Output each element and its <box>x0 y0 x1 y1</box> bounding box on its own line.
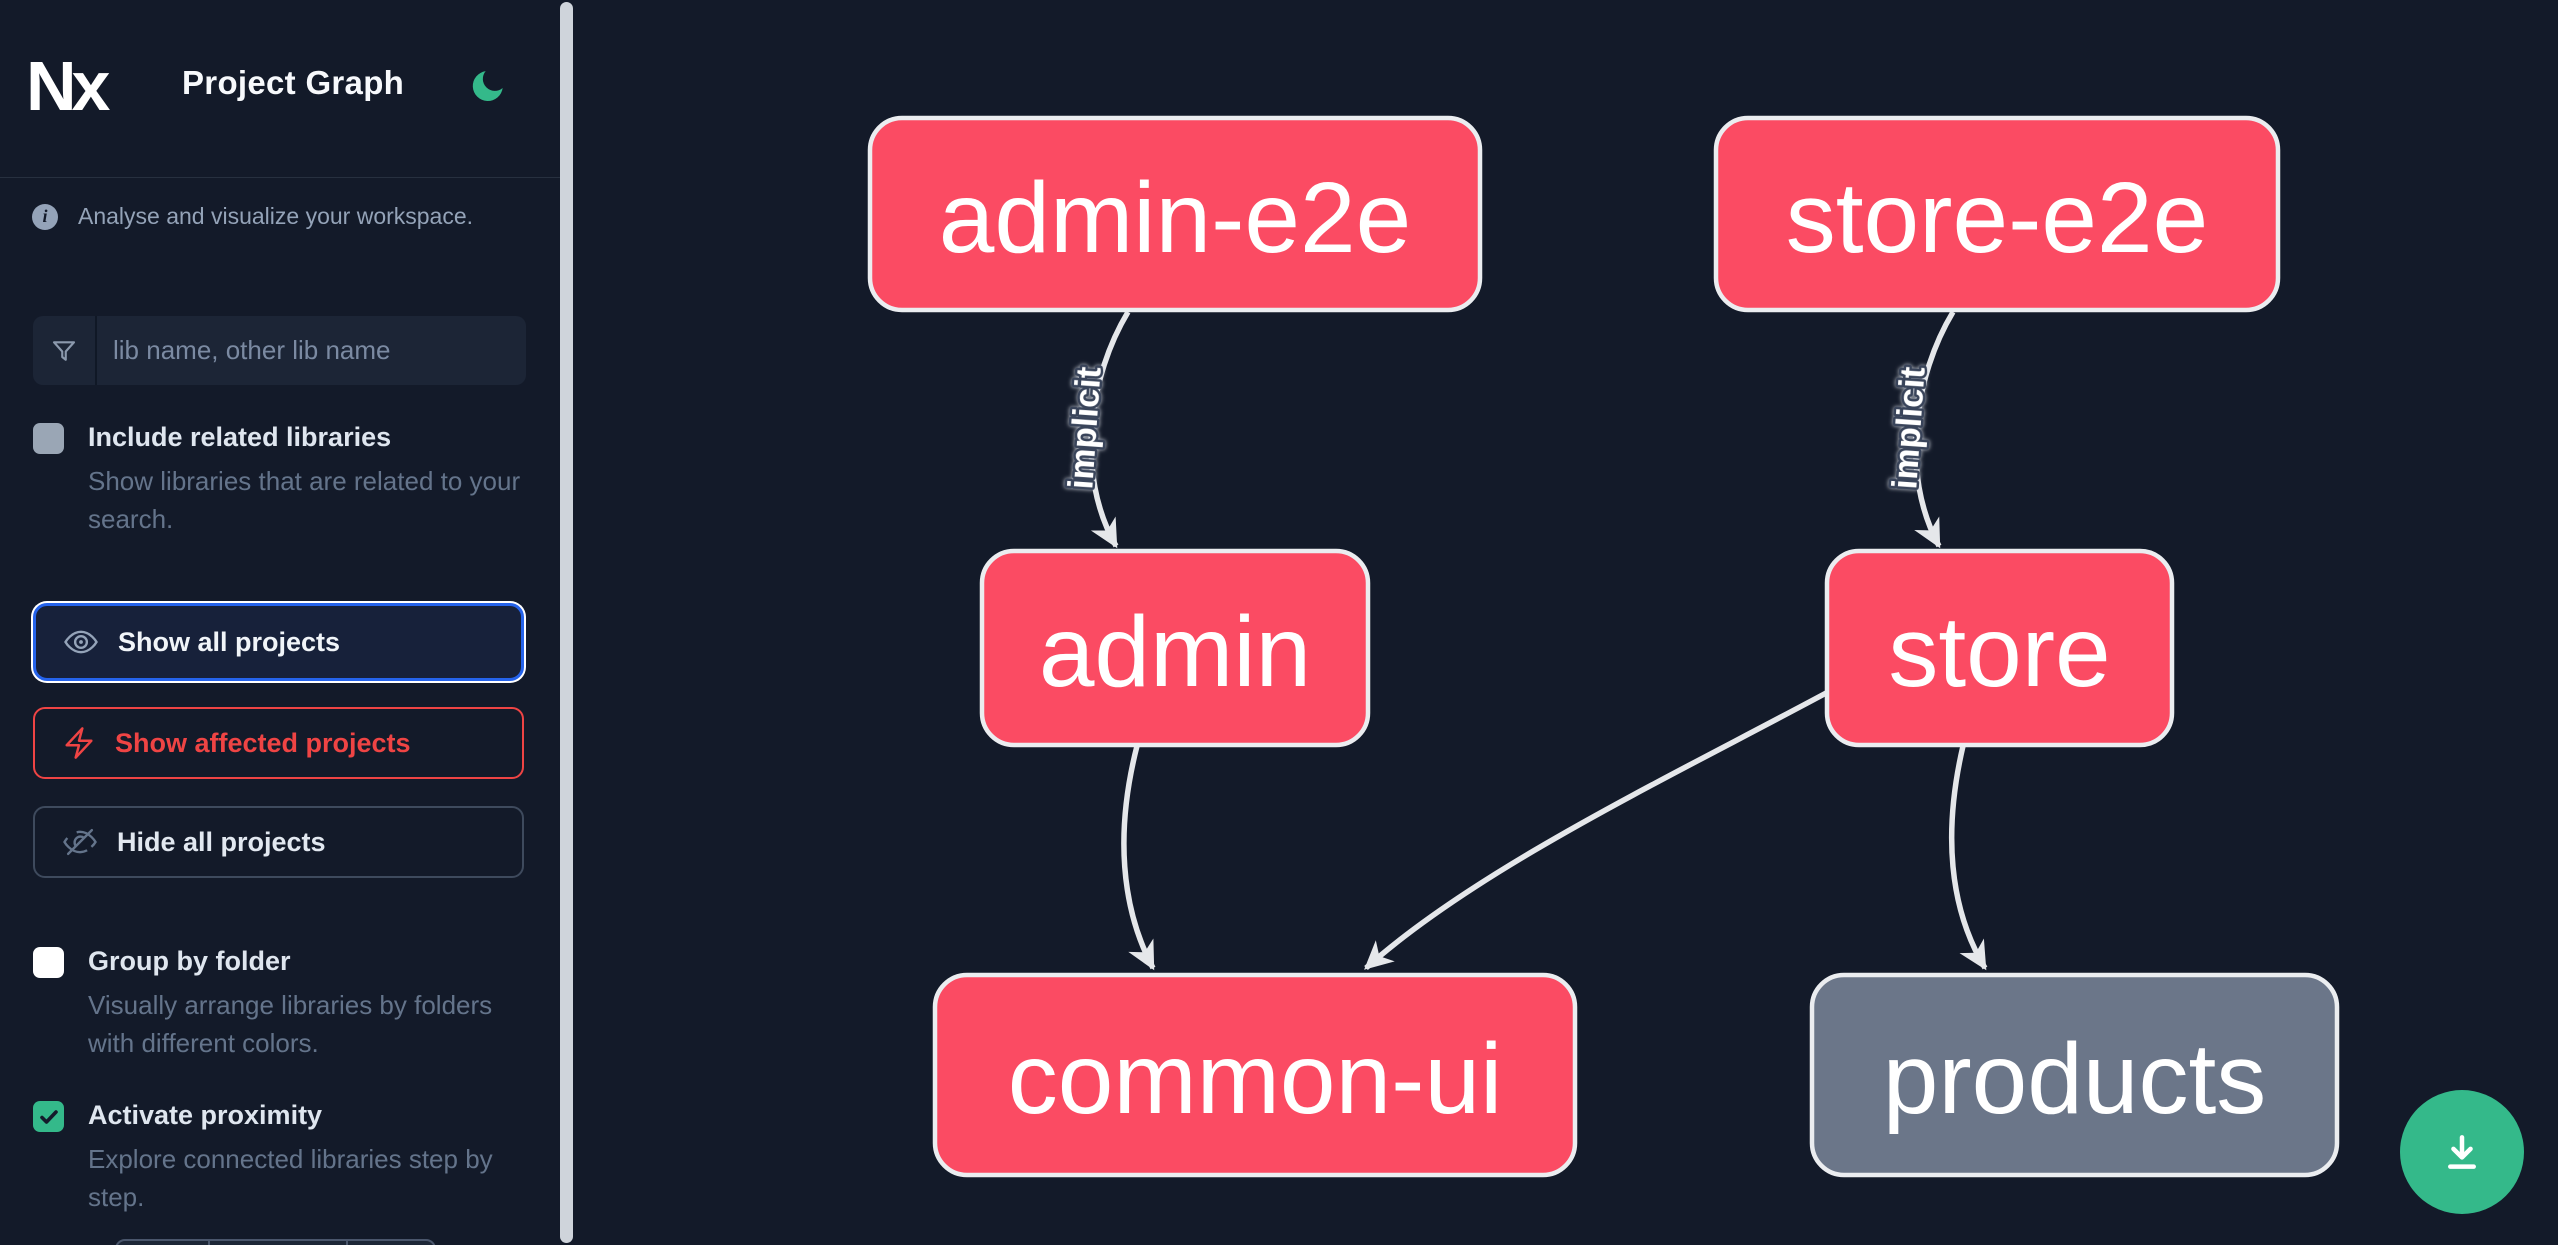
toggle-activate-proximity[interactable]: Activate proximity Explore connected lib… <box>33 1098 533 1216</box>
button-label: Show all projects <box>118 626 341 657</box>
graph-node-admin-e2e[interactable]: admin-e2e <box>867 115 1483 313</box>
checkbox-group-by-folder[interactable] <box>33 947 64 978</box>
graph-node-products[interactable]: products <box>1809 972 2340 1178</box>
toggle-label: Group by folder <box>88 946 291 976</box>
toggle-include-related[interactable]: Include related libraries Show libraries… <box>33 420 533 538</box>
graph-node-label: admin-e2e <box>939 162 1412 274</box>
graph-svg: admin-e2e store-e2e admin store common-ui pro… <box>867 115 2340 1178</box>
eye-icon <box>62 623 100 661</box>
edge-label-implicit: implicit <box>1885 365 1932 490</box>
toggle-description: Show libraries that are related to your … <box>88 466 521 534</box>
graph-node-label: store-e2e <box>1786 162 2208 274</box>
toggle-description: Explore connected libraries step by step… <box>88 1144 493 1212</box>
show-affected-projects-button[interactable]: Show affected projects <box>33 707 524 779</box>
sidebar: Nx Project Graph i Analyse and visualize… <box>0 0 576 1245</box>
eye-off-icon <box>61 823 99 861</box>
svg-text:Nx: Nx <box>30 50 111 120</box>
workspace-info: i Analyse and visualize your workspace. <box>32 203 473 230</box>
toggle-description: Visually arrange libraries by folders wi… <box>88 990 493 1058</box>
sidebar-header: Nx Project Graph <box>0 0 560 178</box>
button-label: Show affected projects <box>115 727 411 758</box>
toggle-label: Activate proximity <box>88 1100 323 1130</box>
stepper-decrement[interactable] <box>115 1239 210 1245</box>
graph-node-store-e2e[interactable]: store-e2e <box>1713 115 2281 313</box>
theme-toggle-button[interactable] <box>468 66 508 106</box>
stepper-value <box>208 1239 348 1245</box>
graph-edge-admin--common-ui <box>1121 745 1156 971</box>
toggle-label: Include related libraries <box>88 422 392 452</box>
graph-node-label: admin <box>1039 596 1311 708</box>
graph-node-label: common-ui <box>1008 1023 1503 1135</box>
stepper-increment[interactable] <box>346 1239 436 1245</box>
graph-node-common-ui[interactable]: common-ui <box>932 972 1578 1178</box>
checkbox-include-related[interactable] <box>33 423 64 454</box>
checkbox-activate-proximity[interactable] <box>33 1101 64 1132</box>
download-graph-button[interactable] <box>2400 1090 2524 1214</box>
sidebar-scrollbar[interactable] <box>560 2 573 1243</box>
proximity-stepper-partial <box>115 1239 436 1245</box>
moon-icon <box>472 71 503 102</box>
page-title: Project Graph <box>182 64 405 101</box>
library-filter <box>33 316 526 385</box>
search-input[interactable] <box>97 316 526 385</box>
toggle-group-by-folder[interactable]: Group by folder Visually arrange librari… <box>33 944 533 1062</box>
graph-canvas[interactable]: admin-e2e store-e2e admin store common-ui pro… <box>576 0 2558 1245</box>
check-icon <box>39 1109 58 1124</box>
filter-icon <box>33 316 97 385</box>
info-text: Analyse and visualize your workspace. <box>78 203 474 229</box>
graph-edge-store--products <box>1948 745 1988 971</box>
nx-logo: Nx <box>30 50 116 120</box>
edge-label-implicit: implicit <box>1061 365 1108 490</box>
graph-node-admin[interactable]: admin <box>979 548 1371 748</box>
hide-all-projects-button[interactable]: Hide all projects <box>33 806 524 878</box>
graph-edge-store--common-ui <box>1364 689 1830 971</box>
show-all-projects-button[interactable]: Show all projects <box>33 603 524 681</box>
info-icon: i <box>32 203 58 230</box>
graph-node-store[interactable]: store <box>1824 548 2175 748</box>
bolt-icon <box>61 725 97 761</box>
button-label: Hide all projects <box>117 826 326 857</box>
graph-edge-store-e2e--store <box>1912 310 1956 549</box>
graph-edge-admin-e2e--admin <box>1088 310 1131 549</box>
graph-node-label: store <box>1888 596 2110 708</box>
download-icon <box>2448 1135 2476 1169</box>
graph-node-label: products <box>1883 1023 2267 1135</box>
